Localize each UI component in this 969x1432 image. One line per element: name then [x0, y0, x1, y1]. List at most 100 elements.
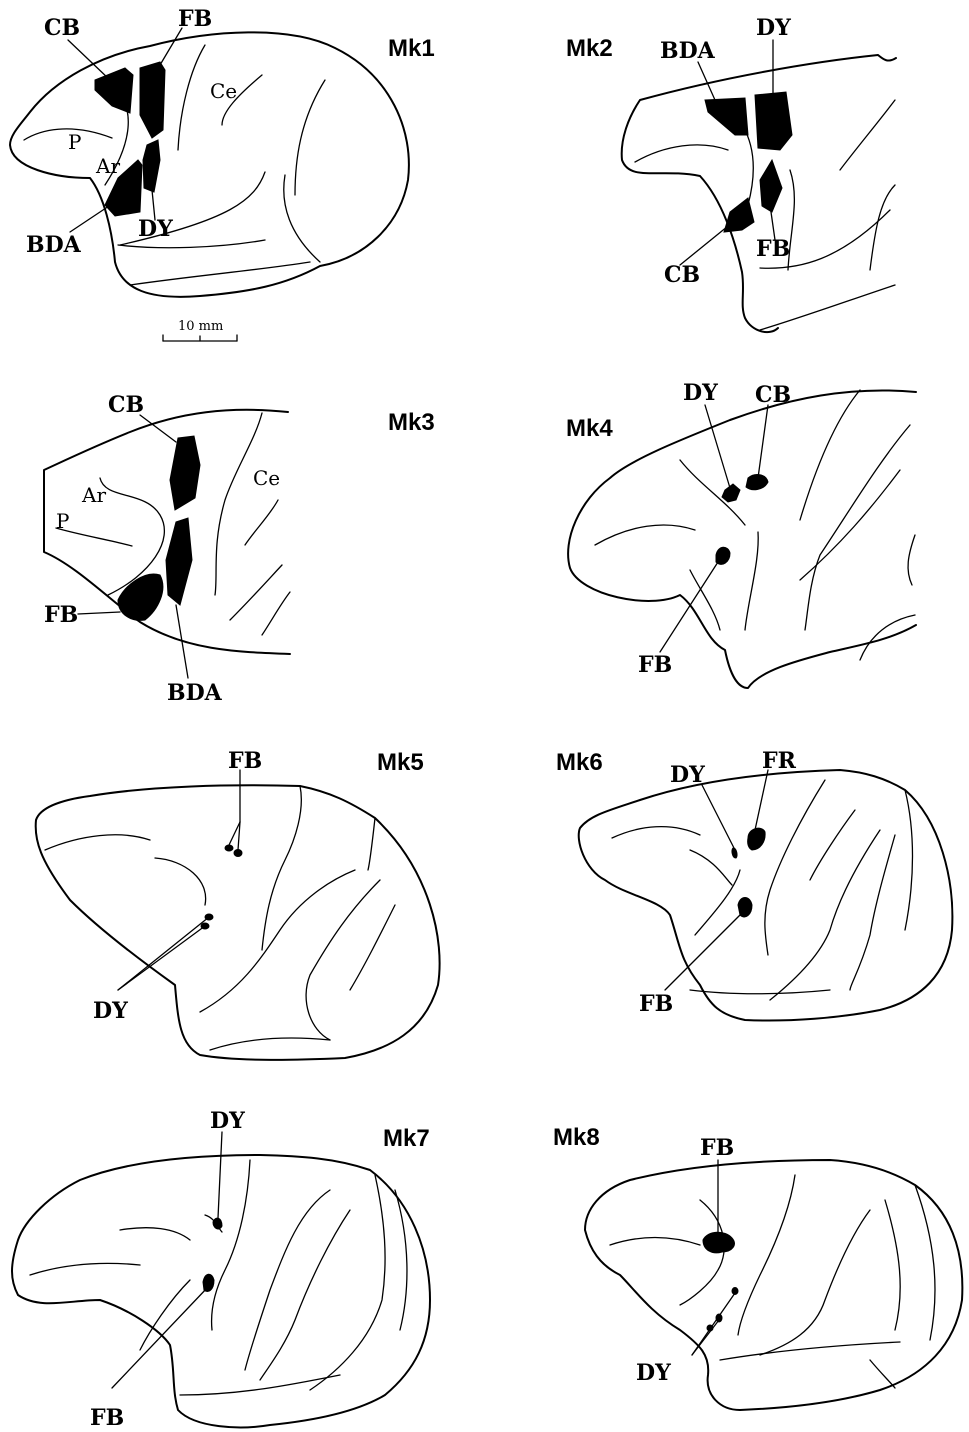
tracer-label-dy: DY	[93, 998, 128, 1024]
sulcus-line	[245, 1190, 330, 1370]
tracer-label-dy: DY	[683, 380, 718, 406]
sulcus-line	[770, 830, 880, 1000]
sulcus-line	[230, 565, 282, 620]
sulcus-line	[210, 1038, 330, 1050]
leader-line	[758, 405, 768, 478]
sulcus-line	[690, 990, 830, 994]
dy-injection-site	[755, 92, 792, 150]
sulcus-line	[262, 786, 301, 950]
cb-injection-site	[170, 436, 200, 510]
tracer-label-bda: BDA	[660, 38, 716, 64]
case-label-mk1: Mk1	[388, 35, 435, 62]
brain-outline	[12, 1155, 430, 1427]
central-sulcus	[215, 413, 262, 595]
tracer-label-fb: FB	[44, 602, 78, 628]
sulcus-line	[690, 850, 732, 885]
fb-injection-site	[118, 574, 163, 620]
leader-line	[660, 562, 718, 652]
sulcus-label-ar: Ar	[81, 483, 106, 507]
sulcus-line	[915, 1185, 935, 1340]
leader-line	[160, 28, 182, 65]
tracer-label-fb: FB	[178, 6, 212, 32]
tracer-label-fb: FB	[639, 991, 673, 1017]
brain-outline	[568, 390, 916, 688]
sulcus-line	[180, 1375, 340, 1395]
sulcus-line	[306, 880, 380, 1040]
leader-line	[680, 222, 733, 265]
sulcus-line	[870, 185, 895, 270]
sulcus-line	[30, 1263, 140, 1275]
fb-injection-site	[203, 1274, 214, 1291]
leader-line	[755, 770, 768, 830]
sulcus-label-p: P	[68, 130, 81, 154]
sulcus-line	[595, 525, 695, 545]
fb-injection-site	[760, 160, 782, 212]
sulcus-line	[905, 790, 913, 930]
leader-line	[218, 1132, 222, 1218]
sulcus-line	[870, 1360, 895, 1388]
fb-injection-site	[140, 62, 165, 138]
tracer-label-dy: DY	[138, 216, 173, 242]
leader-line	[112, 1287, 208, 1388]
sulcus-line	[800, 390, 860, 520]
case-label-mk5: Mk5	[377, 749, 424, 776]
sulcus-label-p: P	[56, 509, 69, 533]
tracer-label-fr: FR	[762, 748, 797, 774]
leader-line	[698, 62, 715, 100]
sulcus-line	[612, 827, 700, 838]
tracer-label-dy: DY	[636, 1360, 671, 1386]
sulcus-line	[805, 425, 910, 630]
leader-line	[702, 785, 735, 850]
panel-mk3: CB FB BDA Ar P Ce Mk3	[44, 392, 435, 706]
sulcus-line	[720, 1342, 900, 1360]
sulcus-line	[284, 175, 320, 262]
sulcus-line	[908, 535, 915, 585]
sulcus-label-ar: Ar	[95, 154, 120, 178]
sulcus-line	[695, 870, 740, 935]
sulcus-line	[295, 80, 325, 195]
leader-line	[70, 200, 118, 232]
tracer-label-dy: DY	[210, 1108, 245, 1134]
cb-injection-site	[95, 68, 133, 113]
case-label-mk3: Mk3	[388, 409, 435, 436]
cb-injection-site	[746, 475, 768, 490]
tracer-label-dy: DY	[756, 15, 791, 41]
sulcus-line	[690, 570, 720, 630]
sulcus-line	[885, 1200, 900, 1330]
tracer-label-fb: FB	[638, 652, 672, 678]
tracer-label-bda: BDA	[26, 232, 82, 258]
tracer-label-cb: CB	[755, 382, 791, 408]
sulcus-line	[745, 532, 758, 630]
sulcus-line	[850, 835, 895, 990]
leader-line	[692, 1320, 719, 1355]
sulcus-line	[120, 1228, 190, 1240]
case-label-mk6: Mk6	[556, 749, 603, 776]
sulcus-line	[760, 285, 895, 330]
panel-mk4: DY CB FB Mk4	[566, 380, 916, 688]
dy-injection-site	[722, 484, 740, 502]
sulcus-line	[310, 1175, 385, 1390]
sulcus-line	[840, 100, 895, 170]
sulcus-line	[245, 500, 278, 545]
sulcus-line	[155, 858, 206, 905]
fr-injection-site	[748, 828, 765, 850]
fb-injection-site	[703, 1232, 734, 1253]
brain-outline	[579, 770, 953, 1021]
bda-injection-site	[166, 518, 192, 605]
scale-bar-label: 10 mm	[178, 319, 223, 334]
tracer-label-cb: CB	[108, 392, 144, 418]
tracer-label-bda: BDA	[167, 680, 223, 706]
sulcus-line	[212, 1160, 250, 1330]
tracer-label-dy: DY	[670, 762, 705, 788]
dy-injection-site	[213, 1218, 222, 1229]
tracer-label-cb: CB	[44, 15, 80, 41]
sulcus-line	[260, 1210, 350, 1380]
sulcus-label-ce: Ce	[210, 79, 237, 103]
brain-outline	[44, 410, 290, 654]
leader-line	[705, 405, 730, 488]
sulcus-line	[738, 1175, 795, 1335]
sulcus-line	[350, 905, 395, 990]
case-label-mk2: Mk2	[566, 35, 613, 62]
